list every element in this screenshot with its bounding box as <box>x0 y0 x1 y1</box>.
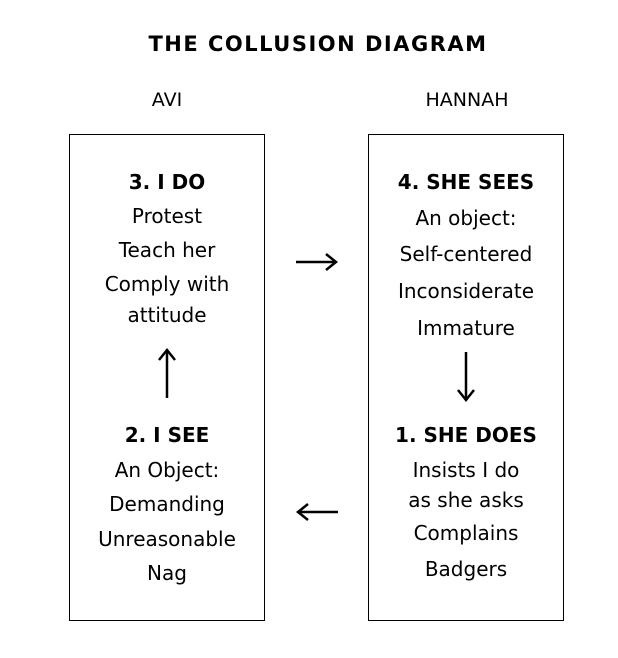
block-heading: 4. SHE SEES <box>397 170 535 194</box>
right-arrow-icon <box>296 253 339 271</box>
block-line: Demanding <box>109 492 225 516</box>
block-heading: 3. I DO <box>128 170 206 194</box>
block-line: An object: <box>415 205 517 230</box>
block-line: Insists I do <box>412 457 520 482</box>
up-arrow-icon <box>158 347 176 398</box>
down-arrow-icon <box>457 352 475 403</box>
hannah-box: 4. SHE SEES An object: Self-centered Inc… <box>368 134 564 621</box>
column-label-hannah: HANNAH <box>425 89 509 111</box>
block-line: Badgers <box>424 557 508 581</box>
block-line: Unreasonable <box>98 526 236 551</box>
block-line: Comply with <box>104 272 230 296</box>
block-she-sees: 4. SHE SEES An object: Self-centered Inc… <box>369 165 563 347</box>
block-line: Protest <box>131 204 203 228</box>
block-heading: 1. SHE DOES <box>395 423 537 447</box>
block-line: An Object: <box>114 457 220 482</box>
block-line: as she asks <box>408 488 524 512</box>
block-i-see: 2. I SEE An Object: Demanding Unreasonab… <box>70 418 264 591</box>
block-heading: 2. I SEE <box>124 423 210 447</box>
block-line: attitude <box>127 303 207 327</box>
block-line: Nag <box>147 561 187 585</box>
block-line: Self-centered <box>399 242 533 266</box>
column-label-avi: AVI <box>151 89 183 111</box>
block-line: Inconsiderate <box>397 279 535 303</box>
left-arrow-icon <box>295 503 338 521</box>
block-line: Teach her <box>118 238 216 262</box>
block-line: Immature <box>417 316 515 340</box>
avi-box: 3. I DO Protest Teach her Comply with at… <box>69 134 265 621</box>
block-i-do: 3. I DO Protest Teach her Comply with at… <box>70 165 264 328</box>
block-she-does: 1. SHE DOES Insists I do as she asks Com… <box>369 418 563 586</box>
diagram-title: THE COLLUSION DIAGRAM <box>148 32 488 56</box>
block-line: Complains <box>413 521 519 545</box>
